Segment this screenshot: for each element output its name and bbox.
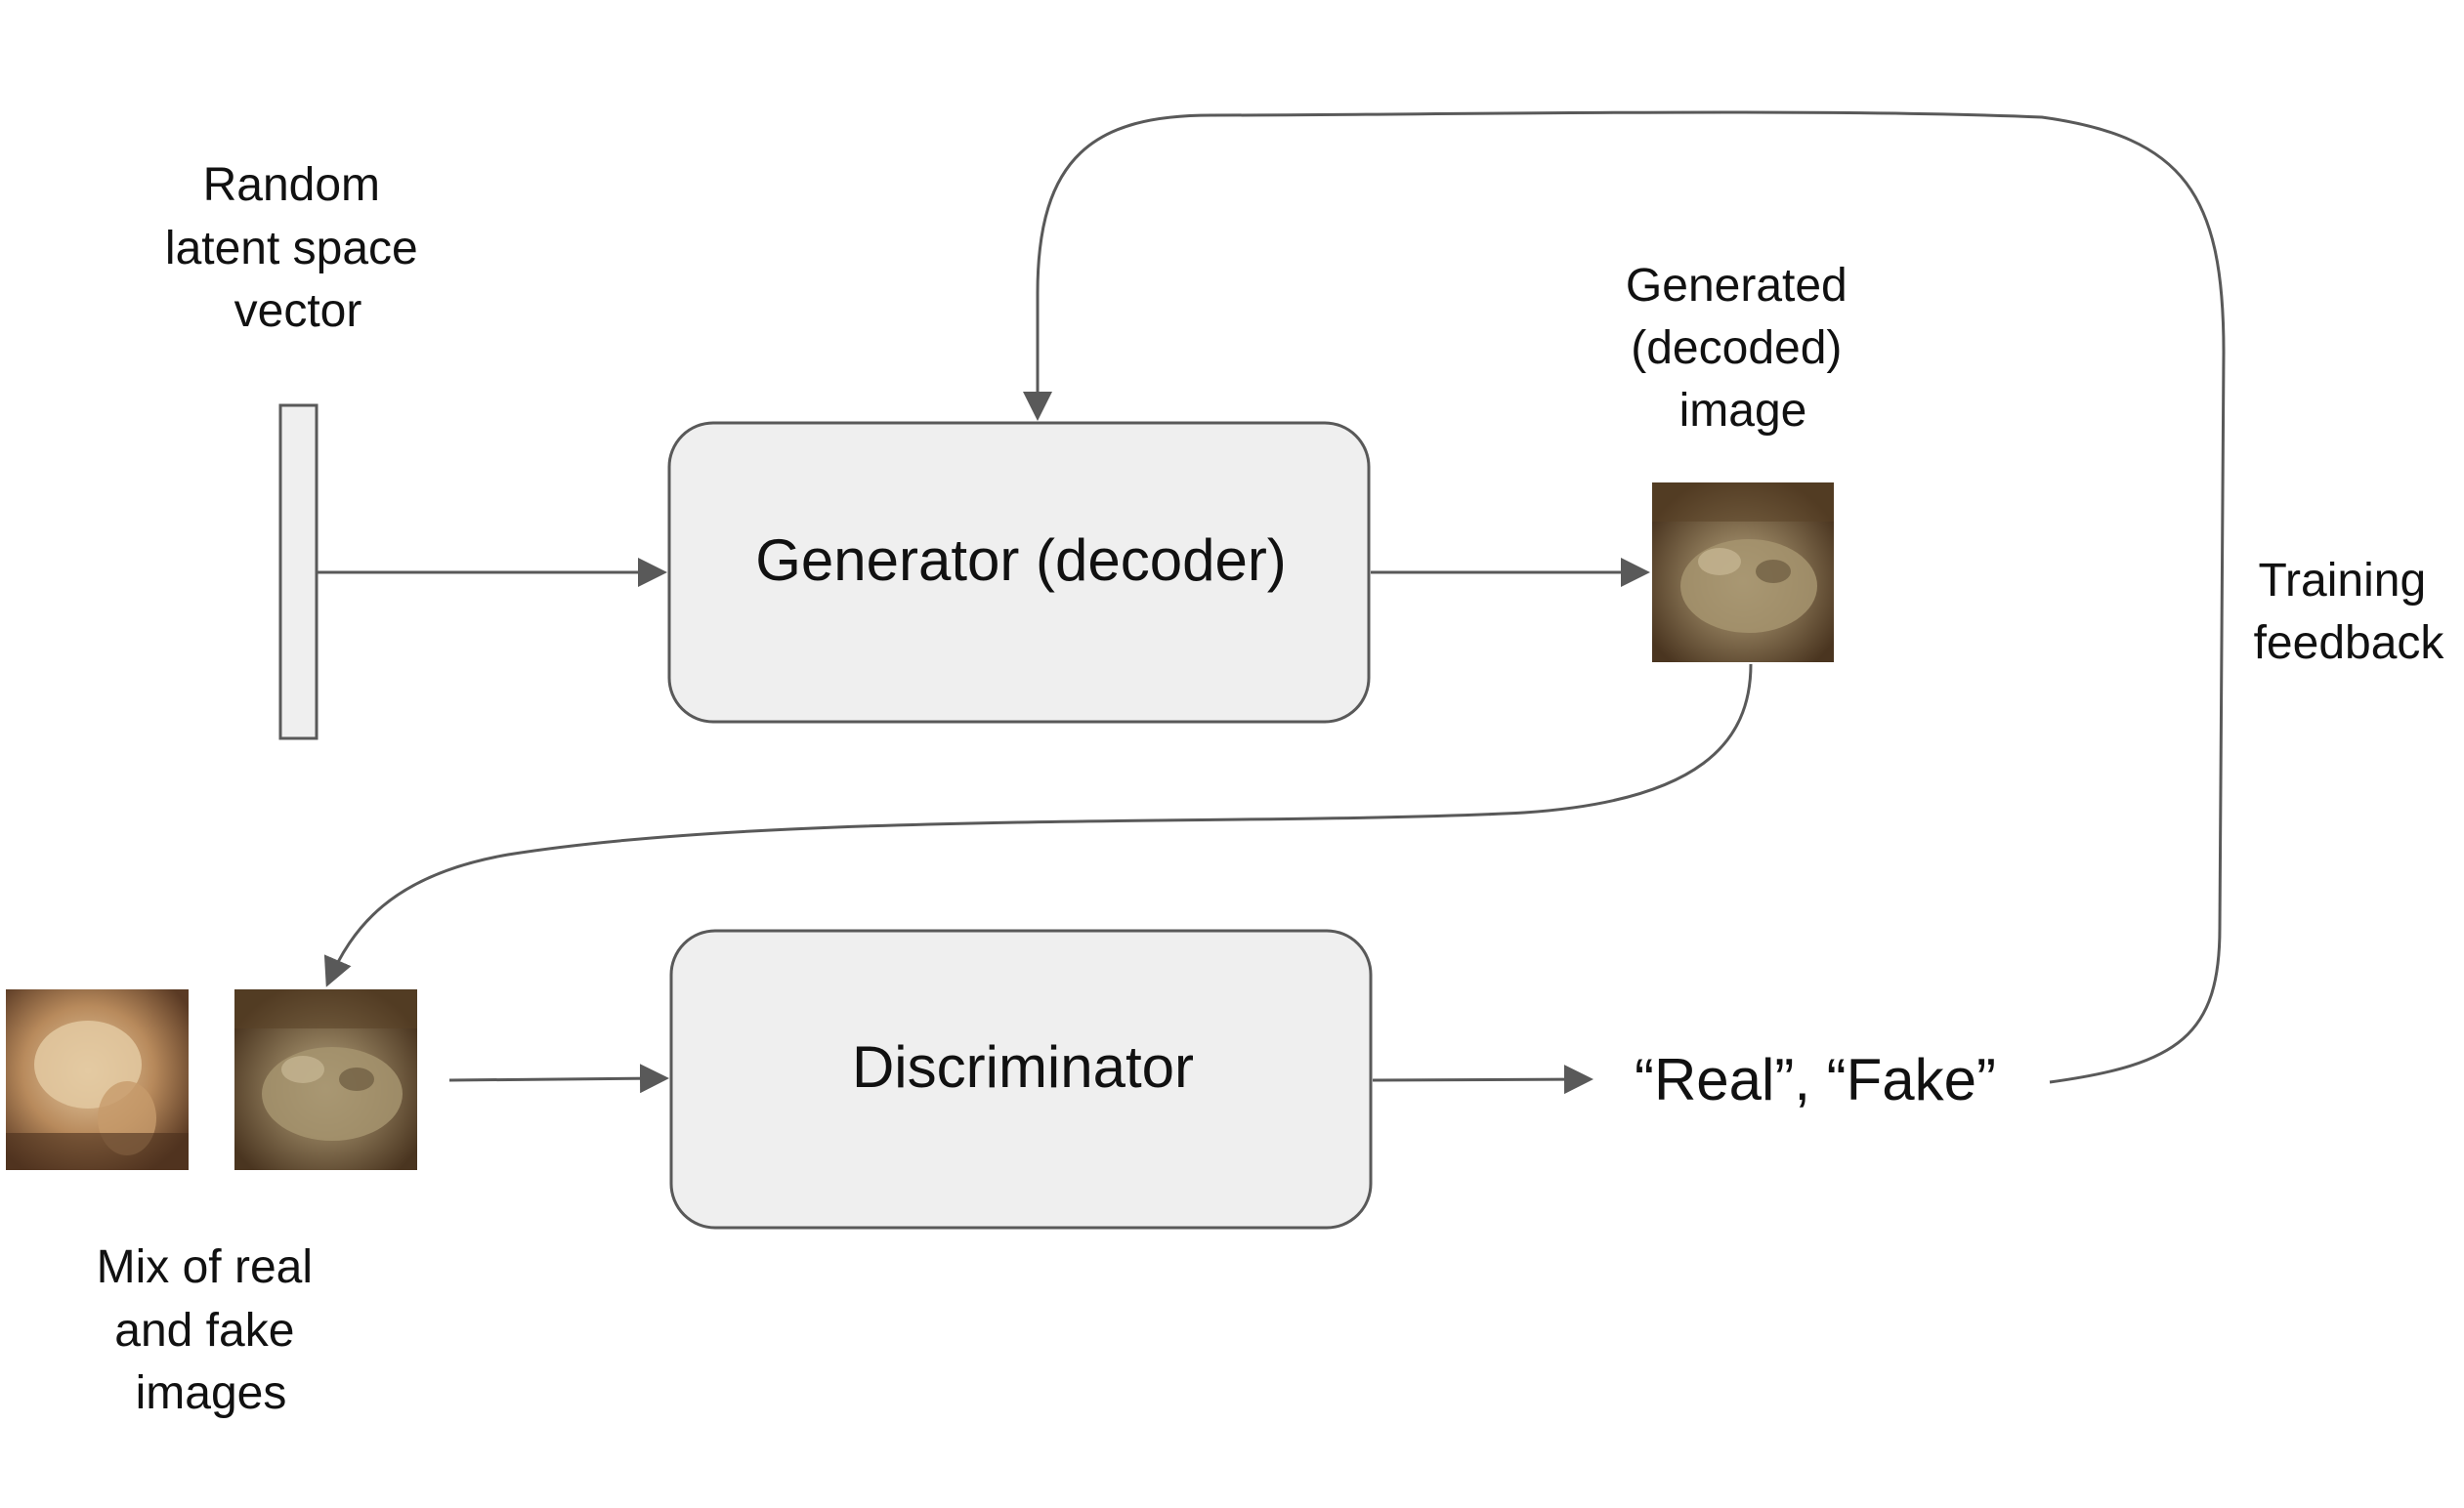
generated-image-label-line: Generated [1626,260,1848,312]
mixed-images-label-line: images [136,1367,287,1419]
edge-discriminator-to-output [1372,1065,1593,1095]
edges [317,110,2226,1095]
generated-image-label-line: image [1679,385,1807,437]
output-label: “Real”, “Fake” [1635,1047,1996,1112]
mixed-images-label: Mix of real and fake images [97,1241,326,1419]
latent-vector-label-line: vector [234,285,362,337]
training-feedback-label-line: feedback [2254,617,2445,669]
latent-vector-label: Random latent space vector [165,159,431,337]
fake-frog-image [1652,482,1834,662]
discriminator-box [669,929,1373,1230]
real-frog-image [6,989,189,1170]
training-feedback-label: Training feedback [2254,555,2445,669]
mixed-images-label-line: Mix of real [97,1241,313,1293]
latent-vector-label-line: Random [203,159,380,211]
latent-vector: Random latent space vector [165,159,431,740]
generator-node: Generator (decoder) [667,421,1371,724]
discriminator-node: Discriminator [669,929,1373,1230]
latent-vector-label-line: latent space [165,223,418,274]
edge-image-to-mix [323,663,1753,987]
generator-box [667,421,1371,724]
generated-image-label: Generated (decoded) image [1626,260,1860,437]
training-feedback-label-line: Training [2259,555,2427,607]
discriminator-label: Discriminator [852,1034,1194,1100]
latent-vector-bar [278,403,319,740]
mixed-images-group: Mix of real and fake images [6,989,417,1419]
edge-mix-to-discriminator [448,1064,669,1094]
generated-image-label-line: (decoded) [1631,322,1842,374]
mixed-images-label-line: and fake [114,1305,294,1357]
fake-frog-image [234,989,417,1170]
generator-label: Generator (decoder) [755,527,1287,593]
generated-image-group: Generated (decoded) image [1626,260,1860,662]
edge-feedback-loop [1023,110,2226,1084]
